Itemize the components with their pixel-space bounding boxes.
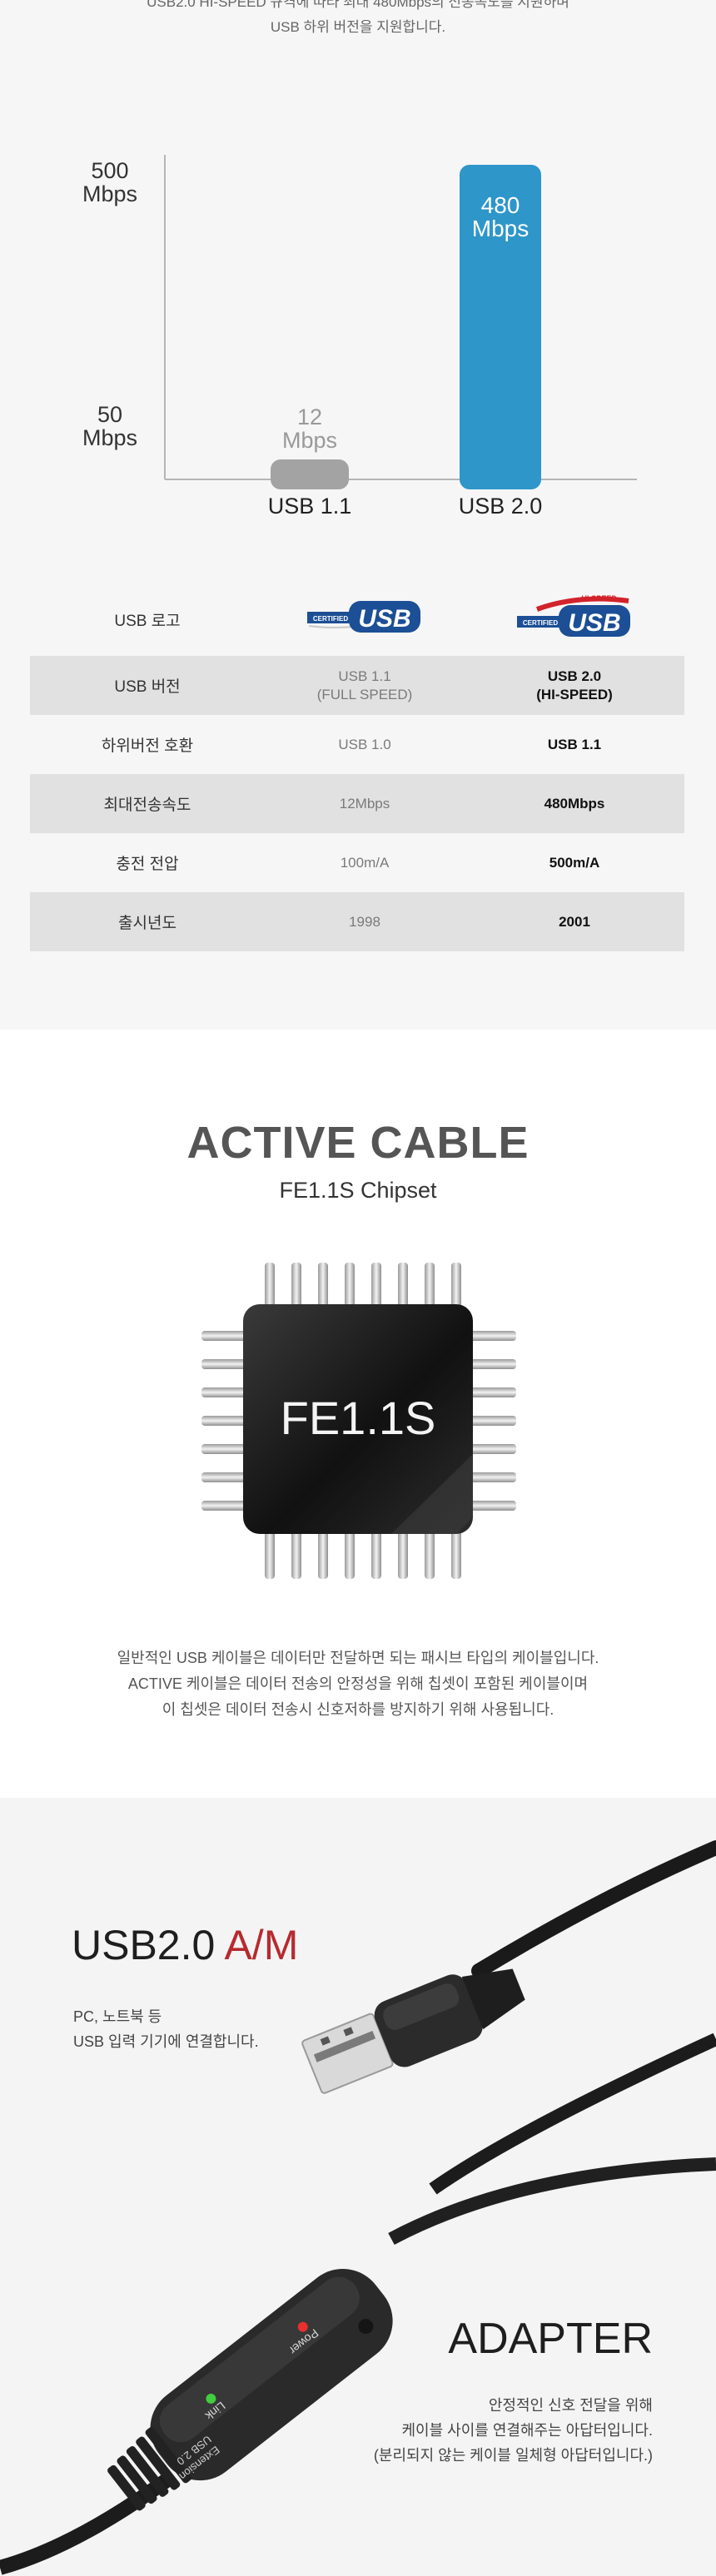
- row-label: USB 로고: [114, 612, 181, 630]
- table-row-version: USB 버전 USB 1.1(FULL SPEED) USB 2.0(HI-SP…: [30, 656, 684, 715]
- x-category-label: USB 2.0: [459, 494, 543, 519]
- adapter-desc-2: 케이블 사이를 연결해주는 아답터입니다.: [401, 2422, 653, 2439]
- usb-compare-table: USB 로고 CERTIFIED USB HI-SPEED CERTIFIED: [30, 583, 684, 951]
- table-row-year: 출시년도 1998 2001: [30, 892, 684, 951]
- connector-adapter-section: Link Power USB 2.0 Extension USB2.0 A/M …: [0, 1798, 716, 2576]
- cable-desc-3: 이 칩셋은 데이터 전송시 신호저하를 방지하기 위해 사용됩니다.: [162, 1701, 554, 1718]
- cable-illustration: Link Power USB 2.0 Extension: [0, 1840, 716, 2575]
- svg-text:USB: USB: [568, 609, 620, 637]
- table-row-charge: 충전 전압 100m/A 500m/A: [30, 833, 684, 892]
- chip-label: FE1.1S: [281, 1392, 436, 1444]
- cable-desc-2: ACTIVE 케이블은 데이터 전송의 안정성을 위해 칩셋이 포함된 케이블이…: [127, 1675, 589, 1692]
- cell-usb11: 100m/A: [340, 854, 390, 871]
- adapter-desc-3: (분리되지 않는 케이블 일체형 아답터입니다.): [373, 2447, 653, 2464]
- cell-usb20: 500m/A: [549, 854, 600, 871]
- table-row-compat: 하위버전 호환 USB 1.0 USB 1.1: [30, 715, 684, 774]
- cell-usb20: 2001: [559, 913, 590, 930]
- cell-usb11: USB 1.1(FULL SPEED): [316, 668, 413, 702]
- table-row-logo: USB 로고 CERTIFIED USB HI-SPEED CERTIFIED: [30, 583, 684, 656]
- row-label: USB 버전: [114, 678, 181, 696]
- section-subtitle: FE1.1S Chipset: [279, 1178, 437, 1203]
- adapter-desc-1: 안정적인 신호 전달을 위해: [488, 2397, 653, 2414]
- svg-text:CERTIFIED: CERTIFIED: [523, 619, 558, 627]
- row-label: 충전 전압: [116, 856, 179, 873]
- cell-usb11: 12Mbps: [339, 795, 390, 812]
- usb-certified-logo: CERTIFIED USB: [265, 596, 465, 643]
- usb-am-desc-1: PC, 노트북 등: [73, 2008, 162, 2025]
- svg-text:USB: USB: [358, 605, 410, 633]
- svg-text:CERTIFIED: CERTIFIED: [313, 615, 348, 623]
- row-label: 하위버전 호환: [101, 737, 194, 755]
- intro-line-2: USB 하위 버전을 지원합니다.: [270, 19, 446, 35]
- cell-usb20: USB 1.1: [547, 736, 602, 752]
- cable-desc-1: 일반적인 USB 케이블은 데이터만 전달하면 되는 패시브 타입의 케이블입니…: [117, 1650, 599, 1666]
- row-label: 출시년도: [118, 915, 177, 932]
- speed-section: USB2.0 HI-SPEED 규격에 따라 최대 480Mbps의 전송속도를…: [0, 0, 716, 1030]
- usb-hispeed-logo: HI-SPEED CERTIFIED USB: [465, 593, 684, 646]
- adapter-title: ADAPTER: [448, 2315, 653, 2363]
- intro-line-1: USB2.0 HI-SPEED 규격에 따라 최대 480Mbps의 전송속도를…: [147, 0, 569, 10]
- usb-a-male-connector: [301, 1968, 525, 2094]
- usb-am-desc-2: USB 입력 기기에 연결합니다.: [73, 2033, 259, 2050]
- chipset-illustration: FE1.1S: [201, 1263, 516, 1579]
- table-row-maxspeed: 최대전송속도 12Mbps 480Mbps: [30, 774, 684, 833]
- cell-usb20: USB 2.0(HI-SPEED): [536, 668, 613, 702]
- svg-text:HI-SPEED: HI-SPEED: [581, 594, 617, 603]
- section-title: ACTIVE CABLE: [186, 1118, 530, 1168]
- adapter-body: Link Power USB 2.0 Extension: [107, 2268, 393, 2511]
- usb-am-title: USB2.0 A/M: [72, 1922, 299, 1968]
- x-category-label: USB 1.1: [268, 494, 352, 519]
- cell-usb20: 480Mbps: [544, 795, 605, 812]
- row-label: 최대전송속도: [103, 797, 191, 814]
- bar-2: [460, 165, 541, 489]
- active-cable-section: ACTIVE CABLE FE1.1S Chipset FE1.1S 일반적인 …: [0, 1030, 716, 1798]
- bar-1: [271, 459, 349, 489]
- cell-usb11: 1998: [349, 913, 380, 930]
- cell-usb11: USB 1.0: [338, 736, 391, 752]
